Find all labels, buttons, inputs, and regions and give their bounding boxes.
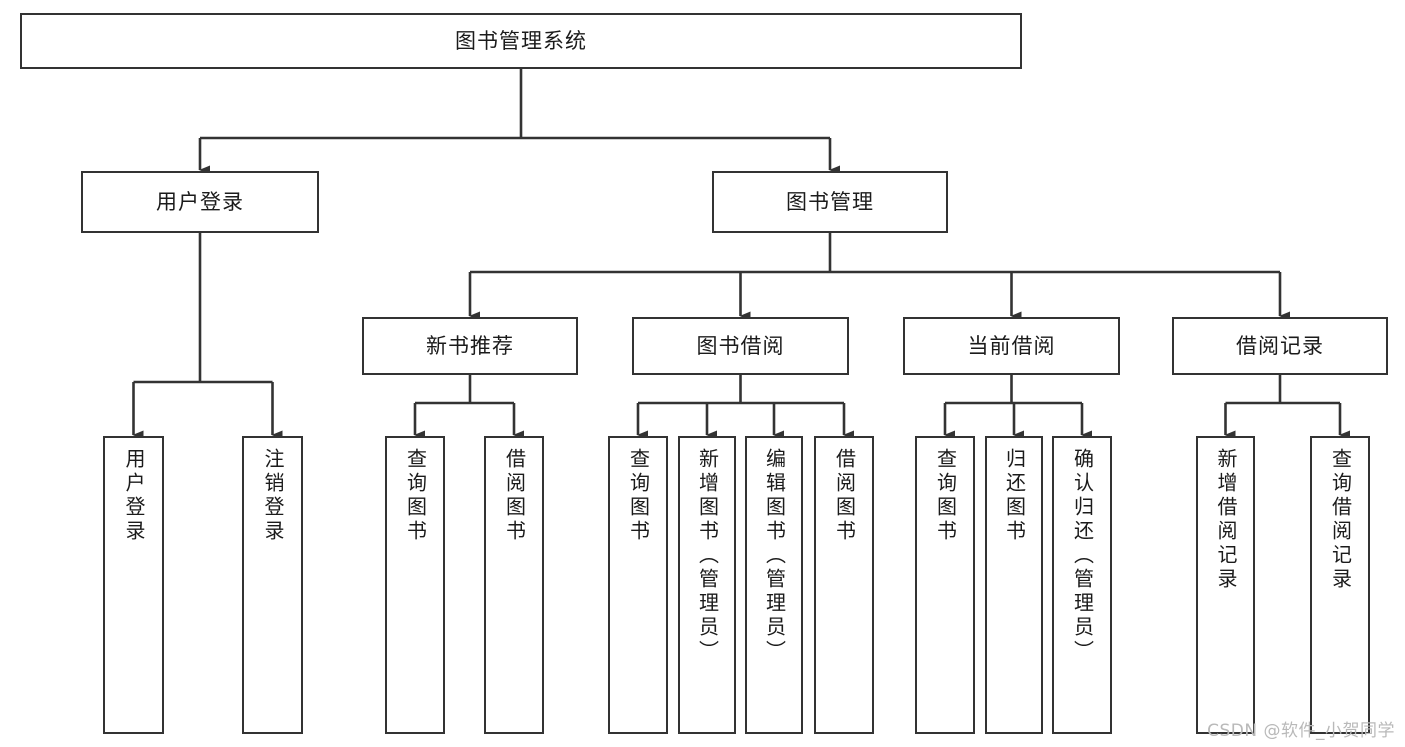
node-leaf-cb-search[interactable]: 查询图书 <box>915 436 975 734</box>
node-new-book-recommend-label: 新书推荐 <box>426 333 514 358</box>
node-book-manage-label: 图书管理 <box>786 189 874 214</box>
node-leaf-br-add-label: 新增借阅记录 <box>1214 448 1238 592</box>
node-leaf-cb-return-label: 归还图书 <box>1002 448 1027 544</box>
node-book-manage[interactable]: 图书管理 <box>712 171 948 233</box>
node-leaf-user-login[interactable]: 用户登录 <box>103 436 164 734</box>
node-leaf-br-add[interactable]: 新增借阅记录 <box>1196 436 1255 734</box>
node-leaf-nb-search[interactable]: 查询图书 <box>385 436 445 734</box>
node-borrow-record[interactable]: 借阅记录 <box>1172 317 1388 375</box>
node-book-borrow-label: 图书借阅 <box>696 333 785 358</box>
node-leaf-bb-borrow[interactable]: 借阅图书 <box>814 436 874 734</box>
node-leaf-user-logout[interactable]: 注销登录 <box>242 436 303 734</box>
node-leaf-bb-search[interactable]: 查询图书 <box>608 436 668 734</box>
node-new-book-recommend[interactable]: 新书推荐 <box>362 317 578 375</box>
node-leaf-user-logout-label: 注销登录 <box>261 448 285 544</box>
node-leaf-nb-borrow-label: 借阅图书 <box>502 448 527 544</box>
node-borrow-record-label: 借阅记录 <box>1236 333 1324 358</box>
node-leaf-nb-borrow[interactable]: 借阅图书 <box>484 436 544 734</box>
node-current-borrow[interactable]: 当前借阅 <box>903 317 1120 375</box>
node-leaf-cb-confirm[interactable]: 确认归还（管理员） <box>1052 436 1112 734</box>
connector-paths <box>132 69 1350 440</box>
node-leaf-cb-confirm-label: 确认归还（管理员） <box>1070 448 1095 664</box>
node-user-login[interactable]: 用户登录 <box>81 171 319 233</box>
node-leaf-cb-return[interactable]: 归还图书 <box>985 436 1043 734</box>
node-root-label: 图书管理系统 <box>455 28 587 53</box>
node-leaf-user-login-label: 用户登录 <box>122 448 146 544</box>
node-leaf-br-search-label: 查询借阅记录 <box>1328 448 1353 592</box>
node-leaf-bb-edit-label: 编辑图书（管理员） <box>762 448 787 664</box>
node-leaf-br-search[interactable]: 查询借阅记录 <box>1310 436 1370 734</box>
node-leaf-bb-search-label: 查询图书 <box>626 448 651 544</box>
node-leaf-bb-add[interactable]: 新增图书（管理员） <box>678 436 736 734</box>
node-root[interactable]: 图书管理系统 <box>20 13 1022 69</box>
node-leaf-bb-edit[interactable]: 编辑图书（管理员） <box>745 436 803 734</box>
node-leaf-cb-search-label: 查询图书 <box>933 448 958 544</box>
node-leaf-bb-borrow-label: 借阅图书 <box>832 448 857 544</box>
node-current-borrow-label: 当前借阅 <box>967 333 1056 358</box>
node-user-login-label: 用户登录 <box>156 189 244 214</box>
node-leaf-bb-add-label: 新增图书（管理员） <box>695 448 720 664</box>
node-leaf-nb-search-label: 查询图书 <box>403 448 428 544</box>
node-book-borrow[interactable]: 图书借阅 <box>632 317 849 375</box>
csdn-watermark: CSDN @软件_小贺同学 <box>1207 721 1395 741</box>
